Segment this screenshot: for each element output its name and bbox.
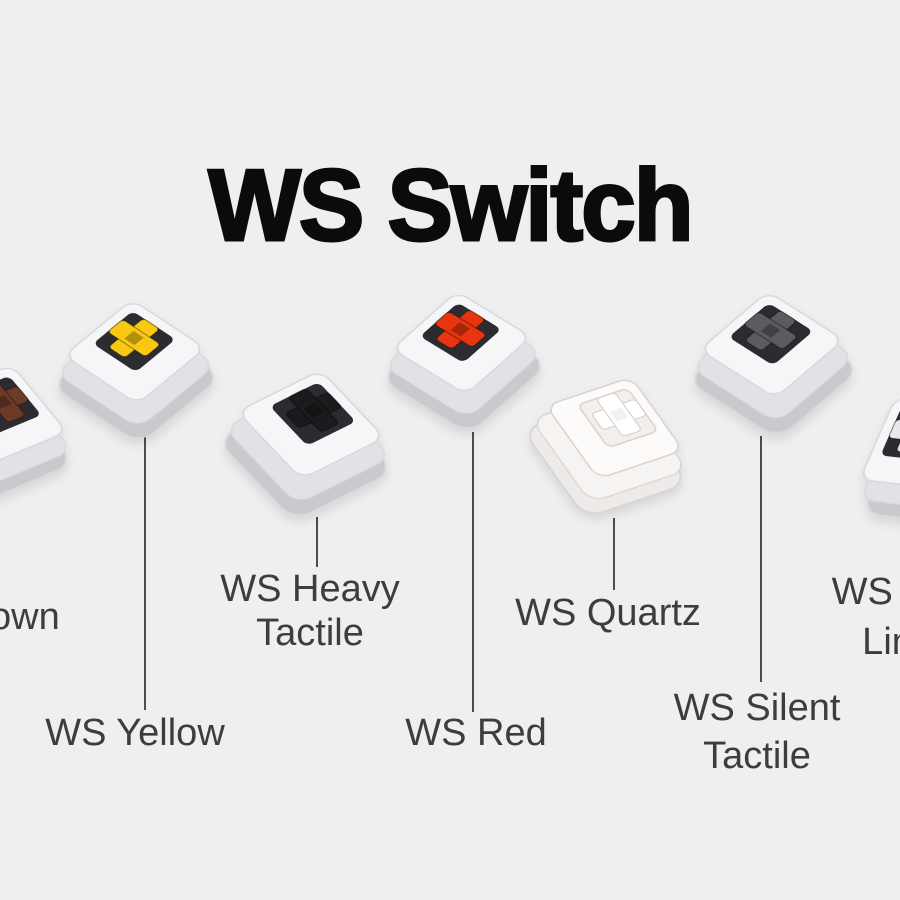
ws-heavy-tactile-switch-photo bbox=[219, 339, 401, 526]
connector-line-ws-quartz bbox=[613, 518, 615, 590]
ws-brown-label-text: WS Brown bbox=[0, 596, 60, 638]
connector-line-ws-red bbox=[472, 432, 474, 712]
ws-red-label: WS Red bbox=[405, 711, 546, 755]
ws-red-label-text: WS Red bbox=[405, 712, 547, 754]
ws-silent-tactile-switch-photo bbox=[684, 262, 860, 443]
ws-silent-linear-label-line1: WS Silent bbox=[831, 571, 900, 613]
ws-yellow-label: WS Yellow bbox=[45, 711, 225, 755]
ws-quartz-switch-photo bbox=[525, 345, 701, 526]
ws-yellow-label-text: WS Yellow bbox=[45, 712, 225, 754]
ws-quartz-label-text: WS Quartz bbox=[515, 592, 701, 634]
connector-line-ws-silent-tactile bbox=[760, 436, 762, 682]
ws-red-switch-photo bbox=[377, 263, 547, 438]
connector-line-ws-heavy-tactile bbox=[316, 517, 318, 567]
ws-silent-tactile-label-line2: Tactile bbox=[703, 735, 811, 777]
ws-heavy-tactile-label: WS Heavy Tactile bbox=[220, 567, 399, 655]
ws-heavy-tactile-label-line1: WS Heavy bbox=[220, 568, 400, 610]
ws-silent-linear-label-line2: Linear bbox=[862, 621, 900, 663]
ws-silent-tactile-label-line1: WS Silent bbox=[673, 687, 841, 729]
ws-yellow-switch-photo bbox=[49, 271, 221, 448]
ws-silent-linear-switch-photo bbox=[837, 360, 900, 541]
connector-line-ws-yellow bbox=[144, 428, 146, 710]
page-title: WS Switch bbox=[207, 149, 695, 262]
ws-silent-linear-label: WS Silent Linear bbox=[832, 567, 900, 667]
ws-heavy-tactile-label-line2: Tactile bbox=[256, 612, 364, 654]
ws-silent-tactile-label: WS Silent Tactile bbox=[674, 684, 841, 780]
ws-quartz-label: WS Quartz bbox=[515, 591, 701, 635]
ws-brown-label: WS Brown bbox=[0, 595, 60, 639]
ws-brown-switch-photo bbox=[0, 335, 83, 510]
